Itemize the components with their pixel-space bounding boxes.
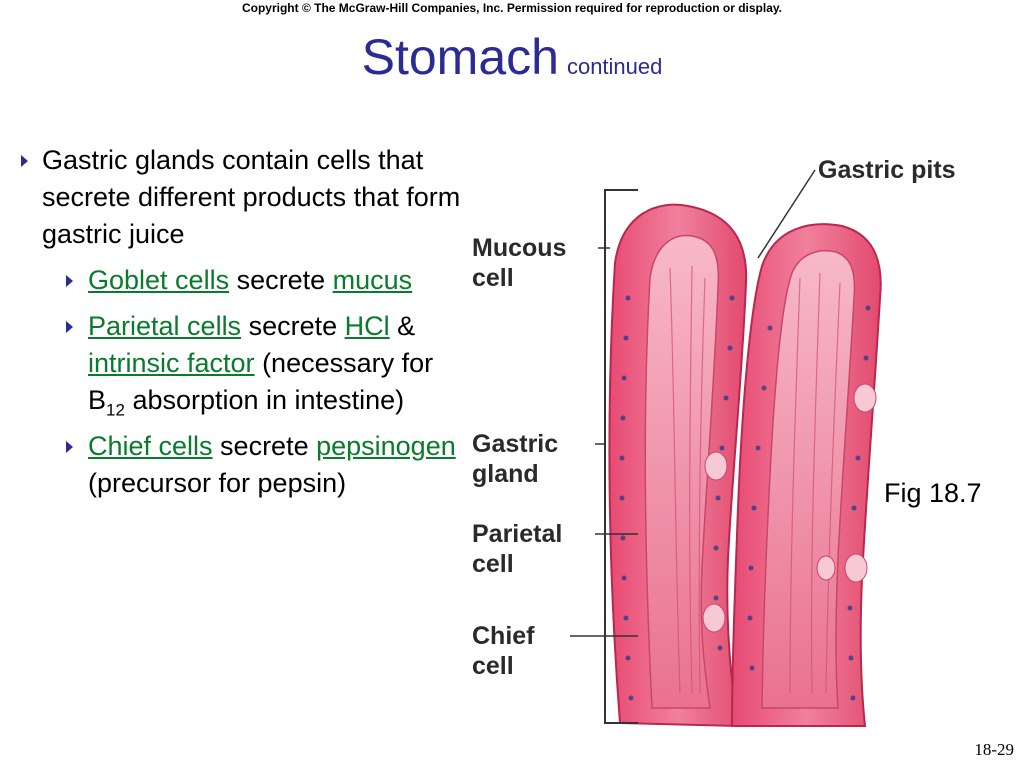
label-parietal-cell-2: cell [472, 550, 514, 578]
label-parietal-cell-1: Parietal [472, 520, 562, 548]
bullet-chief-cells: Chief cells secrete pepsinogen (precurso… [18, 428, 468, 502]
bullet-goblet-cells: Goblet cells secrete mucus [18, 262, 468, 299]
ampersand: & [389, 311, 416, 341]
figure-caption: Fig 18.7 [884, 478, 982, 508]
slide-number: 18-29 [974, 740, 1014, 759]
parietal-cells [702, 383, 877, 633]
label-gastric-pits: Gastric pits [818, 156, 956, 184]
chief-verb: secrete [212, 431, 317, 461]
intrinsic-factor-link[interactable]: intrinsic factor [88, 348, 255, 378]
triangle-right-icon [66, 275, 73, 287]
copyright-notice: Copyright © The McGraw-Hill Companies, I… [241, 1, 783, 15]
label-mucous-cell-2: cell [472, 264, 514, 292]
pepsinogen-link[interactable]: pepsinogen [316, 431, 456, 461]
lumen-streaks [669, 265, 841, 694]
triangle-right-icon [66, 441, 73, 453]
hcl-link[interactable]: HCl [344, 311, 390, 341]
label-chief-cell-2: cell [472, 652, 514, 680]
label-gastric-gland-2: gland [472, 460, 539, 488]
parietal-note-post: absorption in intestine) [124, 385, 405, 415]
triangle-right-icon [21, 155, 28, 167]
parietal-note-pre: (necessary for B [88, 348, 434, 415]
b12-subscript: 12 [106, 400, 125, 420]
parietal-cells-link[interactable]: Parietal cells [88, 311, 242, 341]
leader-lines [570, 169, 816, 637]
bullet-parietal-cells: Parietal cells secrete HCl & intrinsic f… [18, 308, 468, 419]
gastric-gland-illustration: Gastric pits Mucous cell Gastric gland P… [472, 156, 956, 728]
mucus-link[interactable]: mucus [332, 265, 413, 295]
chief-note: (precursor for pepsin) [88, 468, 347, 498]
right-gland-lumen [761, 250, 856, 709]
chief-cells-link[interactable]: Chief cells [88, 431, 213, 461]
parietal-verb: secrete [241, 311, 345, 341]
title-sub: continued [566, 54, 663, 79]
label-bracket [604, 189, 638, 724]
bullet-list: Gastric glands contain cells that secret… [18, 142, 468, 502]
left-gland-lumen [644, 234, 720, 709]
title-main: Stomach [361, 29, 559, 85]
triangle-right-icon [66, 321, 73, 333]
label-mucous-cell-1: Mucous [472, 234, 566, 262]
slide-title: Stomach continued [0, 28, 1024, 86]
goblet-cells-link[interactable]: Goblet cells [88, 265, 230, 295]
goblet-verb: secrete [229, 265, 333, 295]
bullet-gastric-glands: Gastric glands contain cells that secret… [18, 142, 468, 253]
label-gastric-gland-1: Gastric [472, 430, 558, 458]
label-chief-cell-1: Chief [472, 622, 535, 650]
bullet-intro-text: Gastric glands contain cells that secret… [42, 145, 461, 249]
